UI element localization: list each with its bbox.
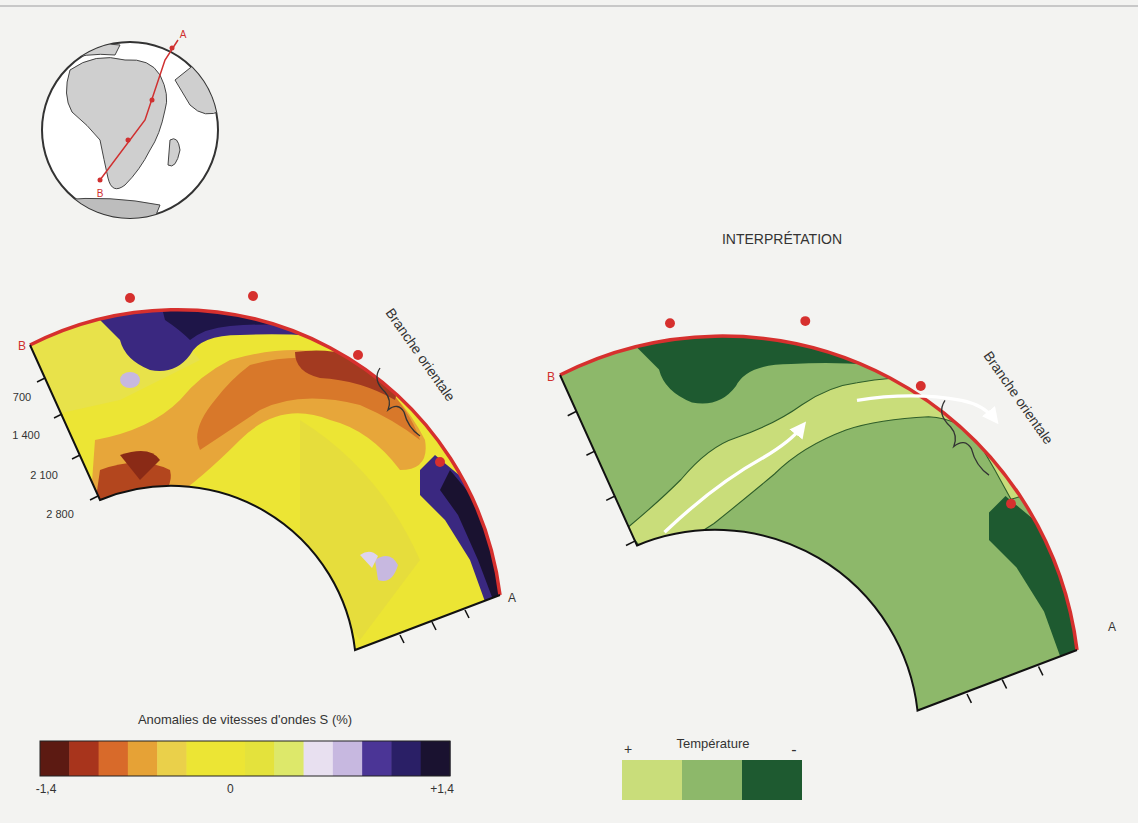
scale-cell [391,741,421,776]
section-end-label: A [1108,621,1116,634]
section-end-label: A [508,592,516,605]
depth-label: 2 100 [30,469,58,481]
legend-text: -1,4 [36,783,57,796]
temperature-swatch [622,760,682,800]
scale-cell [304,741,334,776]
panel-title: INTERPRÉTATION [722,232,842,247]
scale-cell [421,741,451,776]
scale-cell [333,741,363,776]
legend-text: 0 [227,783,234,796]
scale-cell [69,741,99,776]
depth-label: 1 400 [12,429,40,441]
section-end-label: B [547,371,555,384]
globe-end-label: B [97,188,104,199]
temperature-swatch [742,760,802,800]
globe-end-label: A [180,29,187,40]
legend-title: Température [677,737,750,751]
interpretation-section [527,271,1099,733]
scale-cell [186,741,216,776]
scale-cell [99,741,129,776]
branch-label: Branche orientale [980,349,1056,448]
top-rule [0,5,1138,7]
legend-text: - [791,741,796,759]
legend-text: +1,4 [430,783,454,796]
scale-cell [216,741,246,776]
scale-cell [128,741,158,776]
depth-label: 700 [13,391,31,403]
legend-text: + [624,742,632,757]
legend-title: Anomalies de vitesses d'ondes S (%) [138,713,352,727]
scale-cell [40,741,70,776]
scale-cell [245,741,275,776]
scale-frame [40,741,450,776]
tomography-section [0,250,520,670]
temperature-swatch [682,760,742,800]
scale-cell [362,741,392,776]
scale-cell [274,741,304,776]
scale-cell [157,741,187,776]
section-end-label: B [18,340,26,353]
depth-label: 2 800 [46,508,74,520]
globe-inset [20,40,225,230]
